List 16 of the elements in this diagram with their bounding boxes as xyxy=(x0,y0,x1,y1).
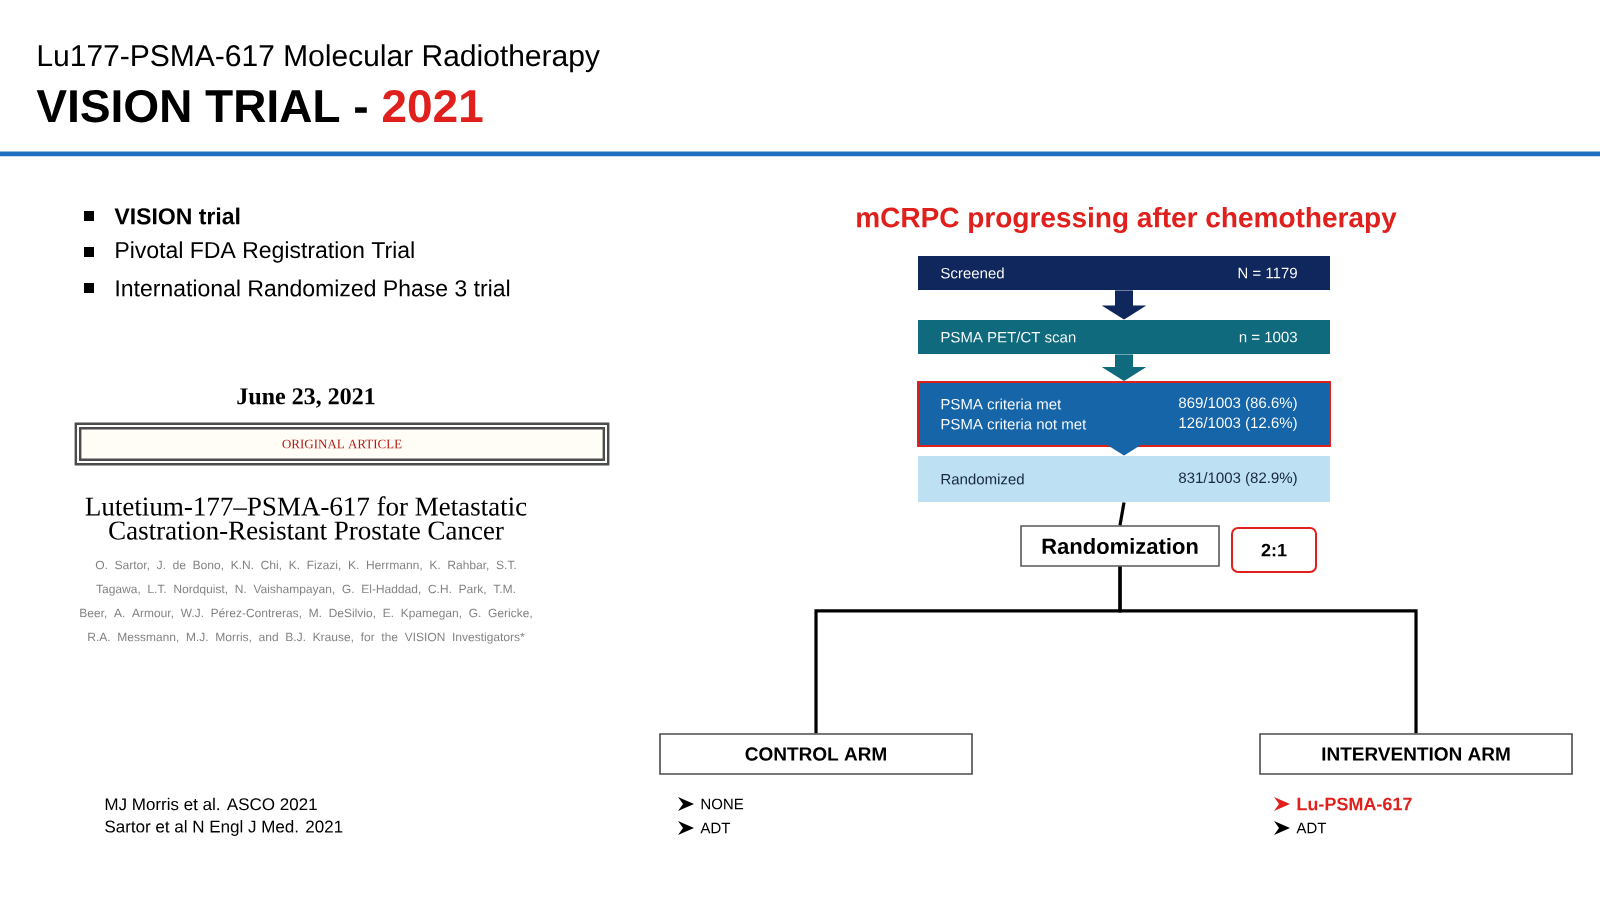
list-item: Lu-PSMA-617 xyxy=(1274,797,1412,811)
bullet-item: International Randomized Phase 3 trial xyxy=(84,279,510,297)
reference-text: Sartor et al N Engl J Med. 2021 xyxy=(105,820,343,836)
connector-line xyxy=(1118,566,1418,734)
reference-text: MJ Morris et al. ASCO 2021 xyxy=(105,797,317,811)
connector-line xyxy=(1118,502,1126,526)
slide-title: Lu177-PSMA-617 Molecular Radiotherapy xyxy=(38,44,600,73)
bullet-item: Pivotal FDA Registration Trial xyxy=(84,241,414,263)
randomization-box: Randomization xyxy=(1020,525,1220,567)
slide-heading: VISION TRIAL - xyxy=(36,89,367,123)
bullet-item: VISION trial xyxy=(84,207,240,225)
ratio-box: 2:1 xyxy=(1231,527,1317,573)
heading-year: 2021 xyxy=(383,89,483,123)
article-title: Lutetium-177–PSMA-617 for Metastatic Castration-Resistant Prostate Cancer xyxy=(85,496,527,540)
arm-box: INTERVENTION ARM xyxy=(1259,733,1573,775)
arm-box: CONTROL ARM xyxy=(659,733,973,775)
